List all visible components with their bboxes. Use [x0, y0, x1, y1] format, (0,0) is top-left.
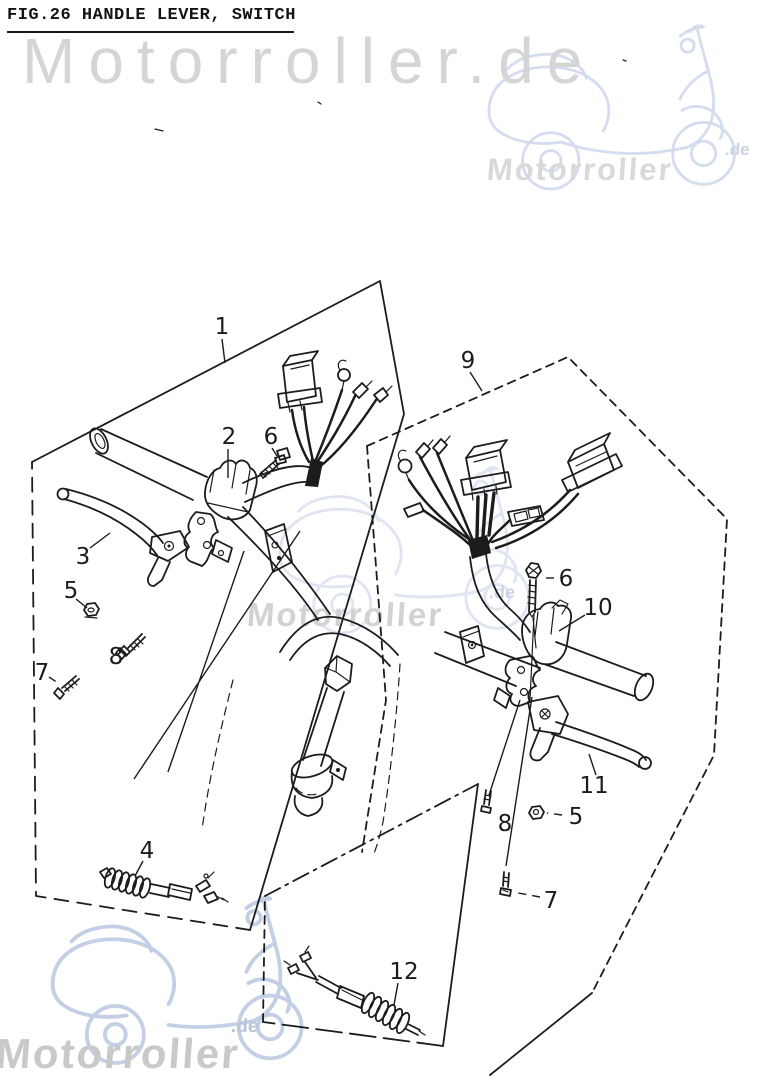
- leader-line-part-3: [89, 532, 111, 549]
- spade-terminal-right-1: [415, 439, 434, 459]
- connector-block-right-1: [460, 439, 512, 501]
- ring-terminal-right: [397, 449, 413, 481]
- screw-8-left: [115, 633, 146, 660]
- part-callout-8: 8: [109, 644, 124, 670]
- spade-terminal-right-2: [432, 435, 451, 455]
- cable-assembly-4: [99, 867, 229, 904]
- handlebar-crossbar-right: [434, 631, 541, 687]
- figure-title: FIG.26 HANDLE LEVER, SWITCH: [7, 6, 296, 25]
- panel-outline-bottom: [262, 783, 479, 1047]
- nut-5-right: [528, 805, 545, 820]
- leader-line-part-4: [134, 860, 144, 877]
- leader-line-part-1: [221, 338, 226, 364]
- part-callout-12: 12: [389, 959, 418, 985]
- spade-terminal-left-2: [373, 385, 393, 403]
- nut-5-left: [83, 602, 100, 619]
- part-callout-11: 11: [579, 773, 608, 799]
- leader-line-part-7: [48, 676, 59, 684]
- steering-stem: [201, 615, 401, 857]
- part-callout-3: 3: [76, 544, 91, 570]
- part-callout-10: 10: [583, 595, 612, 621]
- handlebar-grip-left: [89, 427, 208, 501]
- spade-terminal-right-3: [403, 502, 425, 518]
- switch-housing-left: [204, 459, 258, 521]
- part-callout-4: 4: [140, 838, 155, 864]
- screw-7-right: [499, 871, 512, 897]
- switch-clamp-right: [493, 614, 541, 709]
- brake-lever-right: [527, 695, 652, 770]
- screw-6-left: [259, 447, 291, 479]
- leader-line-part-5: [75, 598, 88, 609]
- part-callout-5: 5: [569, 804, 584, 830]
- leader-line-part-7: [517, 892, 541, 898]
- connector-2pin-right: [507, 505, 545, 527]
- title-underline: [7, 31, 294, 33]
- scan-specks: [154, 59, 627, 132]
- part-callout-8: 8: [498, 811, 513, 837]
- wiring-harness-left: [242, 350, 393, 503]
- part-callout-2: 2: [222, 424, 237, 450]
- spade-terminal-left-1: [352, 380, 373, 399]
- leader-line-part-12: [393, 982, 399, 1006]
- panel-outline-right: [361, 356, 728, 1076]
- construction-lines-left: [133, 530, 301, 780]
- brake-lever-left: [56, 487, 190, 587]
- part-callout-6: 6: [264, 424, 279, 450]
- cable-assembly-12: [283, 945, 426, 1036]
- connector-block-right-2: [561, 432, 623, 493]
- wiring-harness-right: [397, 432, 623, 641]
- screw-8-right: [480, 789, 492, 814]
- part-callout-6: 6: [559, 566, 574, 592]
- construction-lines-right: [488, 696, 533, 867]
- leader-line-part-5: [546, 812, 563, 816]
- throttle-grip-right: [543, 641, 655, 702]
- leader-line-part-11: [588, 753, 597, 776]
- mount-plate-right: [459, 625, 485, 664]
- part-callout-1: 1: [215, 314, 230, 340]
- leader-line-part-6: [271, 447, 278, 457]
- connector-block-left: [277, 350, 323, 413]
- part-callout-7: 7: [544, 888, 559, 914]
- leader-line-part-9: [469, 371, 483, 392]
- switch-clamp-left: [183, 511, 233, 567]
- switch-housing-right: [521, 599, 572, 666]
- screw-6-right: [525, 562, 542, 649]
- leader-line-part-10: [558, 614, 586, 632]
- panel-outline-left: [31, 280, 405, 931]
- ring-terminal-left: [337, 359, 351, 391]
- part-callout-7: 7: [35, 660, 50, 686]
- part-callout-5: 5: [64, 578, 79, 604]
- part-callout-9: 9: [461, 348, 476, 374]
- screw-7-left: [53, 675, 80, 700]
